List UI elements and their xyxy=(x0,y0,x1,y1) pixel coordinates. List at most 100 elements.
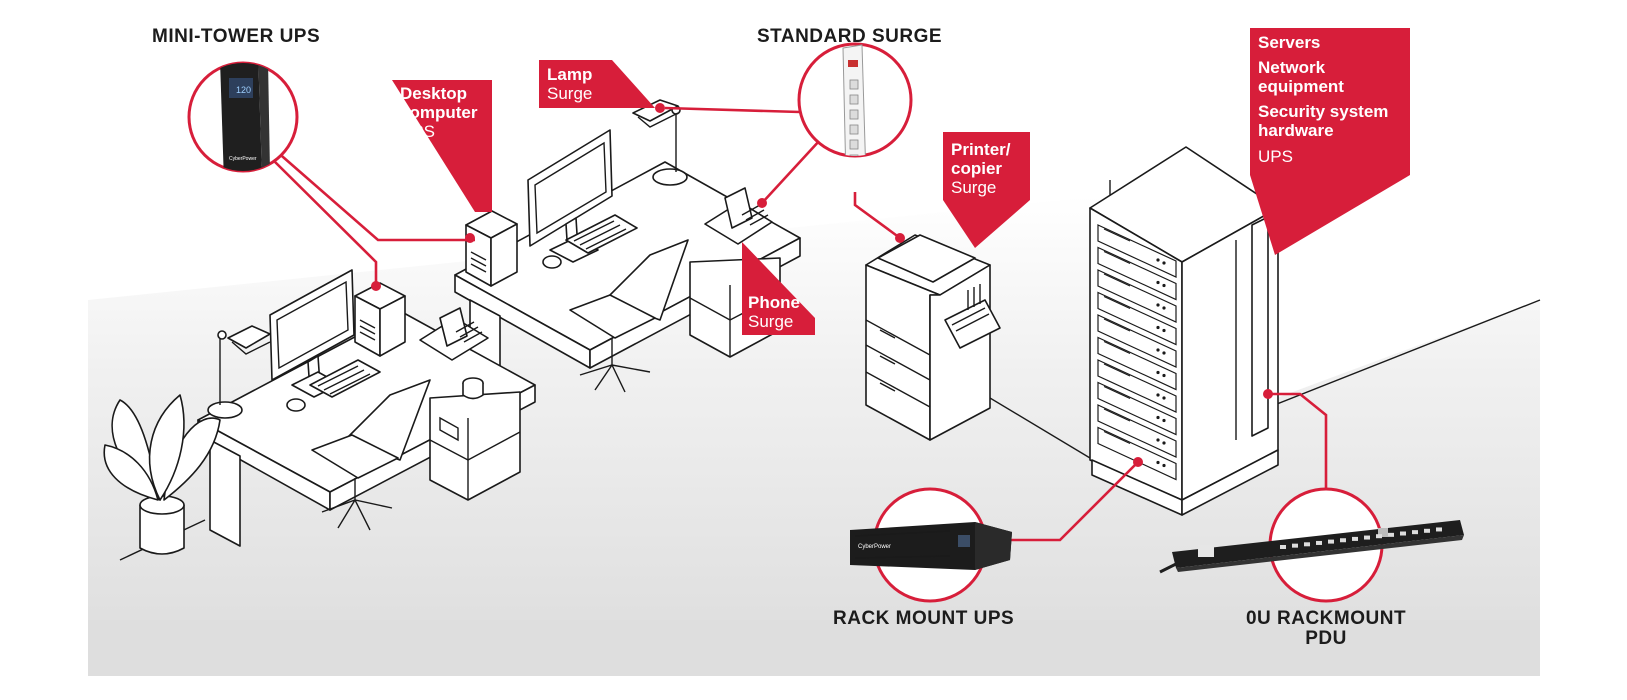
rack-server-vent xyxy=(1103,251,1131,264)
ups-display-text: 120 xyxy=(236,85,251,95)
pdu-outlet xyxy=(1364,535,1370,540)
pdu-outlet xyxy=(1436,527,1442,532)
rack-server-unit xyxy=(1097,381,1177,436)
lamp-back xyxy=(632,99,688,186)
surge-outlet xyxy=(849,139,859,150)
rack-server-led xyxy=(1162,396,1166,400)
rack-brand-text: CyberPower xyxy=(858,544,891,550)
callout-servers-item1: Servers xyxy=(1258,33,1320,52)
rack-server-led xyxy=(1156,438,1160,442)
lamp-front xyxy=(207,325,271,419)
phone-back xyxy=(704,187,773,245)
rack-server-led xyxy=(1156,460,1160,465)
callout-printer-bg xyxy=(943,132,1030,248)
rack-server-led xyxy=(1162,441,1166,445)
ups-brand-text: CyberPower xyxy=(229,156,257,162)
title-pdu-line1: 0U RACKMOUNT xyxy=(1246,608,1406,629)
connector-dots xyxy=(371,103,1273,467)
pdu-outlet xyxy=(1424,528,1430,533)
rack-server-led xyxy=(1156,370,1160,375)
rack-server-vent xyxy=(1103,341,1131,354)
chair-back xyxy=(569,239,689,393)
rack-server-vent xyxy=(1103,408,1131,422)
rack-server-unit xyxy=(1097,426,1177,481)
callout-lamp-name: Lamp xyxy=(547,65,592,84)
rack-server-led xyxy=(1162,328,1166,333)
callout-phone-type: Surge xyxy=(748,312,793,331)
callout-servers-item2-line1: Network xyxy=(1258,58,1326,77)
pdu-outlet xyxy=(1292,543,1298,548)
callout-phone-bg xyxy=(742,242,815,335)
plant xyxy=(103,394,221,555)
rack-server-led xyxy=(1156,393,1160,397)
mouse-front xyxy=(286,398,306,412)
rack-server-unit xyxy=(1097,291,1177,346)
rack-server-led xyxy=(1162,373,1166,378)
rack-server-led xyxy=(1156,280,1160,285)
keyboard-back xyxy=(565,214,638,254)
rack-server-unit xyxy=(1097,404,1177,458)
title-rack-mount-ups: RACK MOUNT UPS xyxy=(833,608,1014,629)
callout-printer-line1: Printer/ xyxy=(951,140,1011,159)
callout-servers-item3-line2: hardware xyxy=(1258,121,1334,140)
rack-server-led xyxy=(1162,463,1166,468)
rack-server-vent xyxy=(1103,296,1131,309)
rack-server-led xyxy=(1162,418,1166,423)
rack-server-vent xyxy=(1103,228,1131,242)
surge-outlet xyxy=(849,124,859,135)
mini-tower-ups-image: 120 CyberPower xyxy=(220,63,270,171)
rack-server-unit xyxy=(1097,224,1177,278)
rack-server-vent xyxy=(1103,273,1131,287)
rack-server-led xyxy=(1162,351,1166,355)
mouse-back xyxy=(542,255,562,269)
surge-outlet xyxy=(849,79,859,90)
rack-server-led xyxy=(1156,303,1160,307)
rack-server-unit xyxy=(1097,246,1177,301)
pdu-outlet xyxy=(1400,531,1406,536)
callout-lamp-type: Surge xyxy=(547,84,592,103)
standard-surge-image xyxy=(842,44,867,156)
rack-server-led xyxy=(1156,258,1160,262)
callout-servers-bg xyxy=(1250,28,1410,255)
pdu-outlet xyxy=(1376,534,1382,539)
pdu-outlet xyxy=(1340,538,1346,543)
callout-servers-type: UPS xyxy=(1258,147,1293,166)
callout-desktop-line2: computer xyxy=(400,103,478,122)
phone-front xyxy=(419,307,489,361)
rack-server-vent xyxy=(1103,363,1131,377)
surge-outlet xyxy=(849,109,859,120)
rack-server-led xyxy=(1156,348,1160,352)
callout-desktop-bg xyxy=(392,80,492,212)
front-tower xyxy=(354,282,406,357)
pdu-outlet xyxy=(1304,542,1310,547)
pdu-outlet xyxy=(1352,536,1358,541)
pdu-outlet xyxy=(1280,545,1286,549)
title-standard-surge: STANDARD SURGE xyxy=(757,26,942,47)
desktop-tower xyxy=(465,210,518,287)
pdu-image xyxy=(1159,520,1464,574)
keyboard-front xyxy=(309,359,381,398)
rack-server-led xyxy=(1162,261,1166,265)
rack-server-led xyxy=(1162,306,1166,310)
mug-front xyxy=(462,377,484,400)
callout-desktop-line1: Desktop xyxy=(400,84,467,103)
callout-desktop-type: UPS xyxy=(400,122,435,141)
printer-copier xyxy=(865,234,1001,441)
pdu-outlet xyxy=(1328,539,1334,544)
rack-server-vent xyxy=(1103,318,1131,332)
pdu-outlet xyxy=(1412,530,1418,535)
title-mini-tower-ups: MINI-TOWER UPS xyxy=(152,26,320,47)
surge-outlet xyxy=(849,154,859,156)
floor-shadow xyxy=(88,620,1540,676)
rack-server-vent xyxy=(1103,386,1131,399)
pdu-outlet xyxy=(1388,532,1394,537)
rack-server-led xyxy=(1156,325,1160,330)
rack-server-unit xyxy=(1097,336,1177,391)
callout-phone-name: Phone xyxy=(748,293,800,312)
callout-lamp-bg xyxy=(539,60,655,108)
rack-server-unit xyxy=(1097,359,1177,413)
rack-server-vent xyxy=(1103,431,1131,444)
rack-server-unit xyxy=(1097,314,1177,368)
title-pdu-line2: PDU xyxy=(1305,628,1347,649)
